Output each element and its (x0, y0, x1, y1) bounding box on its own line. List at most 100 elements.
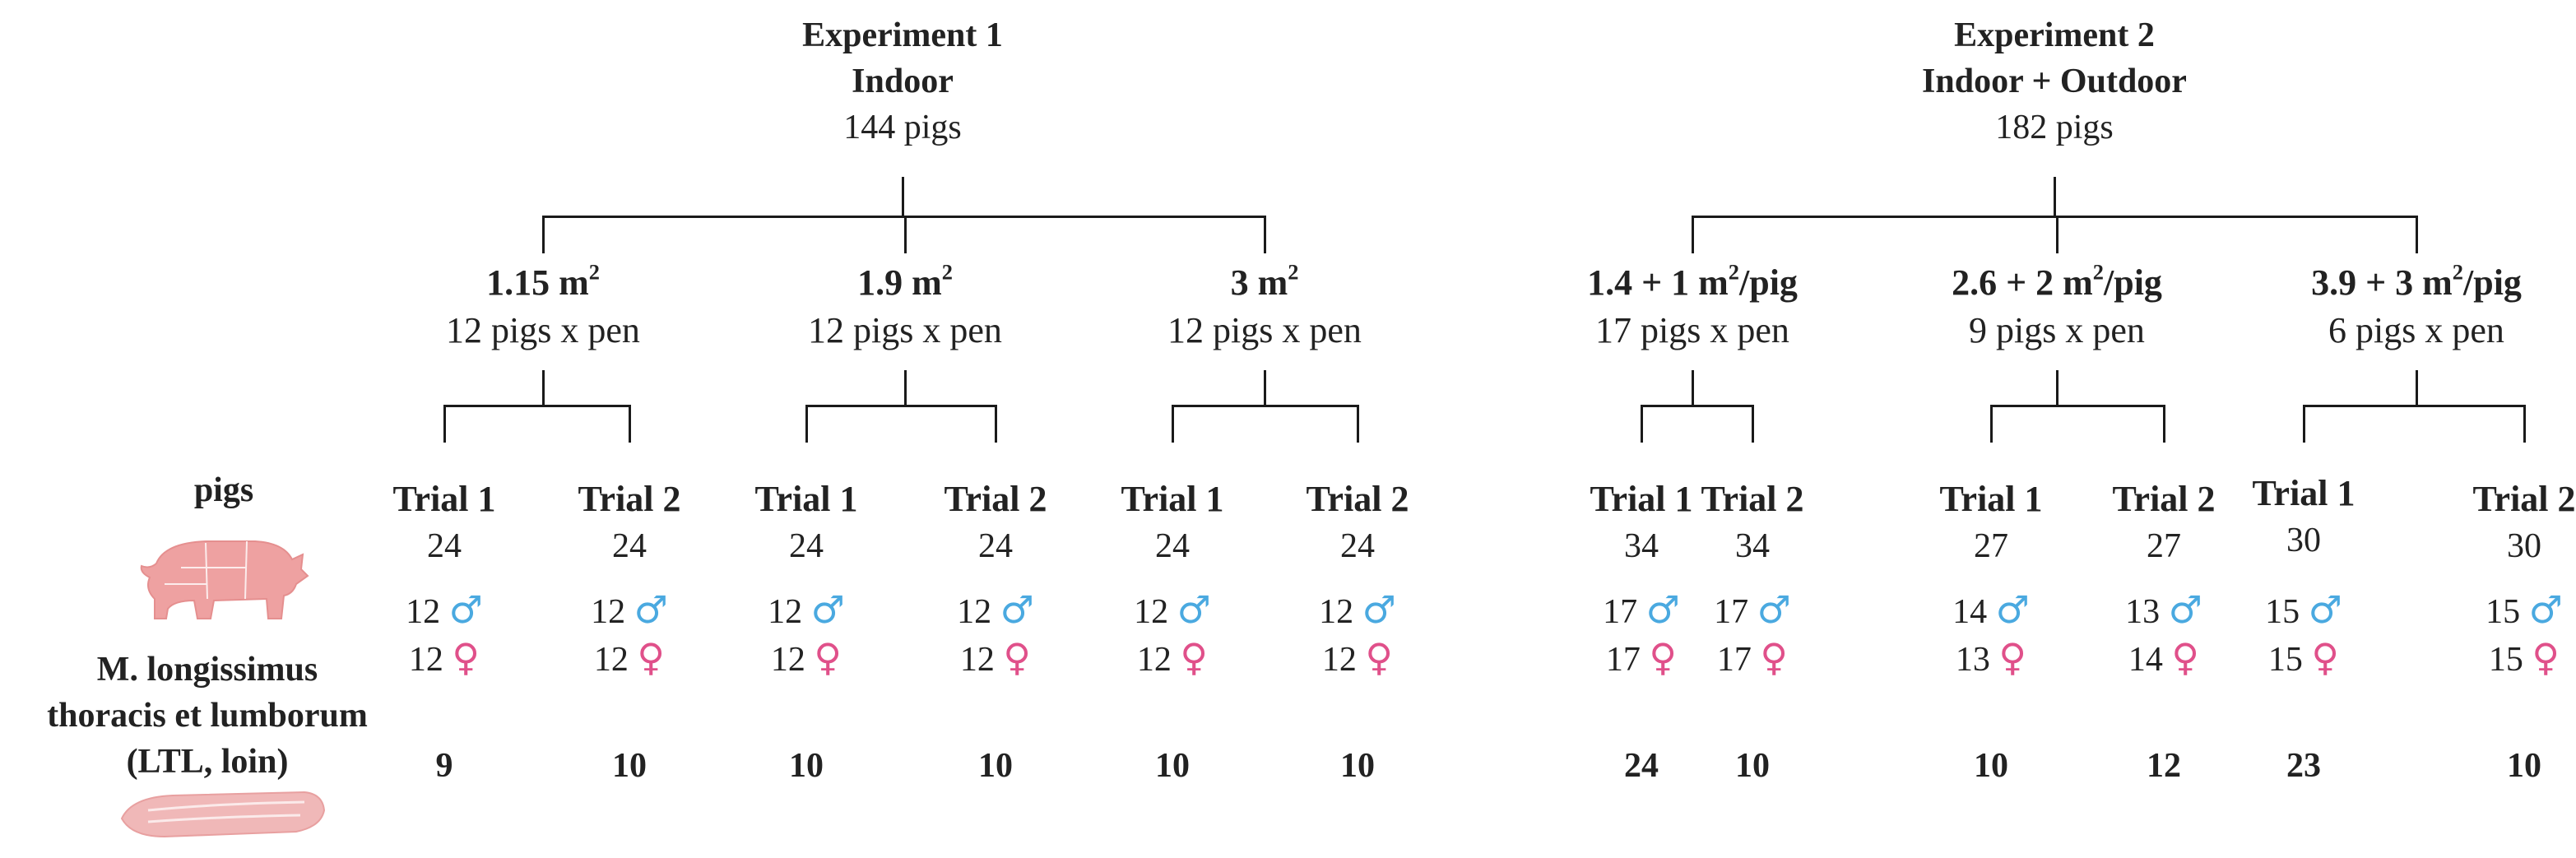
trial-pig-count: 24 (612, 527, 647, 565)
space-allowance-value: 1.4 + 1 m (1587, 262, 1729, 303)
male-count: 12 (1319, 593, 1362, 631)
female-count-row: 12 ♀ (960, 638, 1031, 677)
female-symbol-icon: ♀ (452, 635, 480, 679)
male-symbol-icon: ♂ (634, 587, 668, 632)
connector-line (1264, 216, 1266, 253)
connector-line (1991, 405, 2165, 407)
male-symbol-icon: ♂ (1362, 587, 1396, 632)
connector-line (2304, 405, 2526, 407)
female-count-row: 12 ♀ (1137, 638, 1208, 677)
trial-label: Trial 1 (2252, 473, 2356, 513)
male-count-row: 14 ♂ (1952, 591, 2030, 629)
space-allowance-exponent: 2 (1288, 259, 1299, 285)
female-count-row: 13 ♀ (1956, 638, 2026, 677)
pigs-per-pen: 9 pigs x pen (1969, 310, 2145, 350)
female-symbol-icon: ♀ (1003, 635, 1032, 679)
male-count-row: 12 ♂ (1134, 591, 1211, 629)
trial-label: Trial 1 (392, 479, 496, 519)
female-count: 15 (2267, 641, 2303, 679)
loin-sample-count: 10 (1340, 747, 1375, 785)
male-count: 12 (591, 593, 634, 631)
space-allowance-title: 3.9 + 3 m2/pig (2311, 261, 2522, 303)
trial-pig-count: 30 (2286, 522, 2321, 559)
connector-line (1172, 405, 1359, 407)
connector-line (1357, 405, 1359, 443)
male-count-row: 17 ♂ (1603, 591, 1680, 629)
male-symbol-icon: ♂ (2308, 587, 2342, 632)
female-count: 12 (959, 641, 995, 679)
male-count: 15 (2265, 593, 2309, 631)
loin-sample-count: 10 (789, 747, 824, 785)
space-allowance-title: 3 m2 (1231, 261, 1299, 301)
female-count: 17 (1716, 641, 1752, 679)
female-count-row: 12 ♀ (594, 638, 665, 677)
connector-line (1692, 216, 1694, 253)
connector-line (805, 405, 808, 443)
male-symbol-icon: ♂ (1995, 587, 2030, 632)
female-count-row: 15 ♀ (2489, 638, 2560, 677)
experiment-title: Experiment 1 (802, 16, 1003, 54)
loin-image (120, 791, 326, 838)
female-count: 12 (770, 641, 805, 679)
loin-sample-count: 23 (2286, 747, 2321, 785)
female-count: 12 (1321, 641, 1357, 679)
male-count-row: 12 ♂ (591, 591, 668, 629)
trial-label: Trial 2 (2472, 479, 2576, 519)
experiment-subtitle: Indoor + Outdoor (1922, 63, 2187, 100)
connector-line (1172, 405, 1174, 443)
connector-line (1752, 405, 1754, 443)
male-count-row: 12 ♂ (768, 591, 845, 629)
male-count-row: 17 ♂ (1714, 591, 1791, 629)
female-count: 15 (2488, 641, 2523, 679)
loin-sample-count: 10 (1735, 747, 1770, 785)
connector-line (443, 405, 446, 443)
connector-line (542, 370, 545, 405)
female-symbol-icon: ♀ (1649, 635, 1678, 679)
connector-line (542, 216, 545, 253)
trial-pig-count: 24 (1155, 527, 1190, 565)
male-count: 12 (406, 593, 449, 631)
connector-line (1641, 405, 1643, 443)
trial-label: Trial 1 (1939, 479, 2043, 519)
male-symbol-icon: ♂ (810, 587, 845, 632)
loin-sample-count: 10 (1974, 747, 2008, 785)
male-count-row: 15 ♂ (2485, 591, 2563, 629)
male-count-row: 13 ♂ (2125, 591, 2202, 629)
pigs-per-pen: 6 pigs x pen (2328, 310, 2504, 350)
female-symbol-icon: ♀ (2532, 635, 2560, 679)
male-count: 14 (1952, 593, 1996, 631)
muscle-label-line1: M. longissimus (96, 651, 318, 689)
male-count-row: 12 ♂ (406, 591, 483, 629)
trial-label: Trial 1 (1590, 479, 1693, 519)
space-allowance-title: 1.15 m2 (486, 261, 600, 303)
space-allowance-value: 2.6 + 2 m (1952, 262, 2093, 303)
female-symbol-icon: ♀ (637, 635, 666, 679)
loin-sample-count: 9 (435, 747, 453, 785)
connector-line (1264, 370, 1266, 405)
connector-line (904, 216, 907, 253)
male-count: 12 (1134, 593, 1177, 631)
experiment-pig-count: 144 pigs (843, 109, 962, 146)
trial-pig-count: 30 (2507, 527, 2541, 565)
trial-label: Trial 2 (1701, 479, 1804, 519)
space-allowance-title: 1.4 + 1 m2/pig (1587, 261, 1798, 303)
space-allowance-suffix: /pig (2463, 262, 2522, 303)
female-count-row: 14 ♀ (2128, 638, 2199, 677)
pigs-per-pen: 12 pigs x pen (1167, 310, 1362, 350)
space-allowance-exponent: 2 (588, 259, 600, 285)
connector-line (902, 177, 904, 216)
connector-line (1692, 216, 2418, 218)
female-count-row: 12 ♀ (1322, 638, 1393, 677)
male-symbol-icon: ♂ (1757, 587, 1791, 632)
pigs-per-pen: 12 pigs x pen (446, 310, 640, 350)
trial-label: Trial 1 (1121, 479, 1224, 519)
female-symbol-icon: ♀ (814, 635, 842, 679)
female-symbol-icon: ♀ (1760, 635, 1789, 679)
trial-pig-count: 27 (1974, 527, 2008, 565)
male-count-row: 12 ♂ (1319, 591, 1396, 629)
female-count-row: 17 ♀ (1606, 638, 1677, 677)
space-allowance-value: 1.15 m (486, 262, 589, 303)
connector-line (995, 405, 997, 443)
male-count: 17 (1714, 593, 1757, 631)
